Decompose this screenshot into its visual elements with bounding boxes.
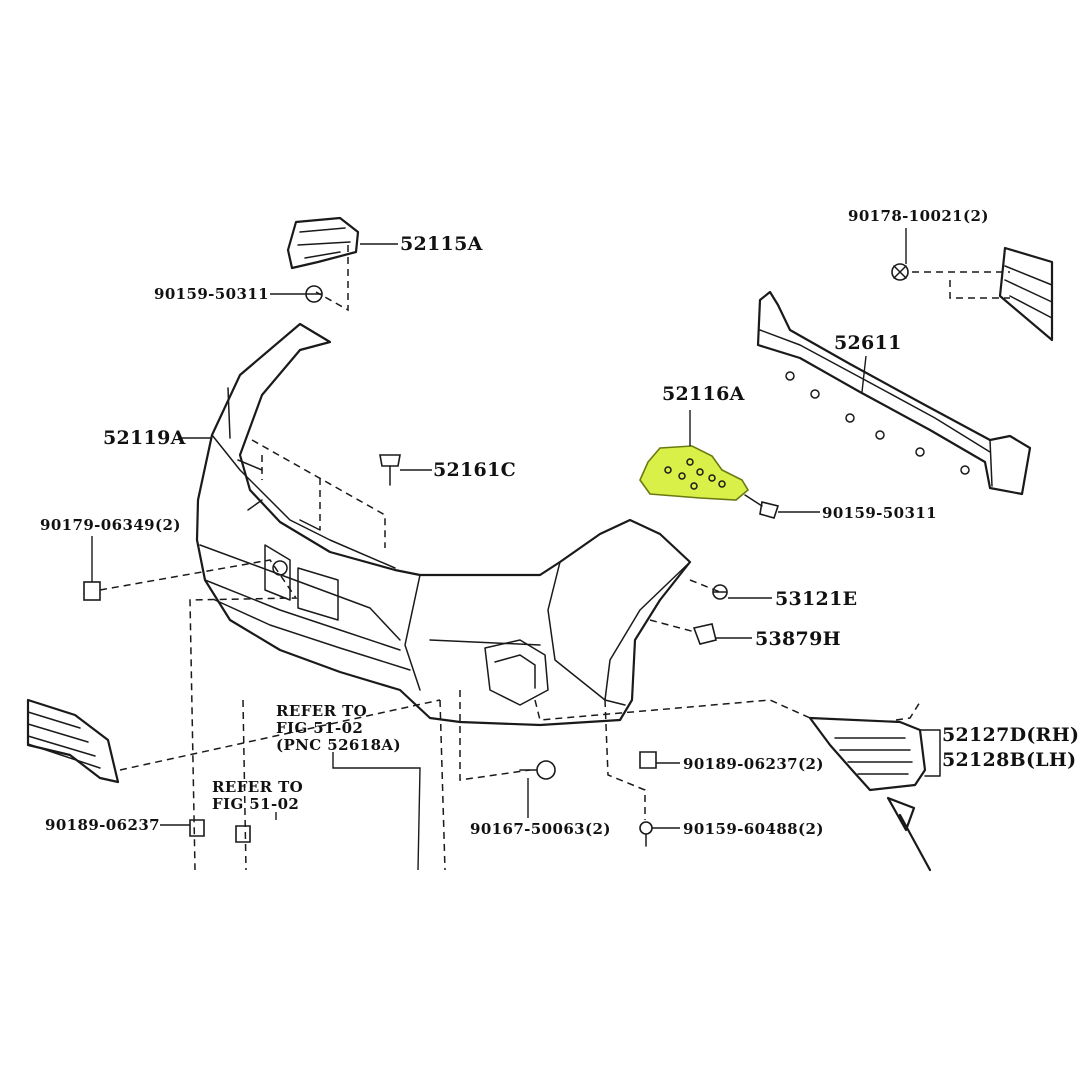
- callout-52161C: 52161C: [433, 459, 517, 481]
- part-upper-right-member: [998, 246, 1054, 342]
- callout-52127D: 52127D(RH): [942, 724, 1080, 746]
- refer-note-1-line3: (PNC 52618A): [276, 736, 401, 754]
- callout-53879H: 53879H: [755, 628, 841, 650]
- refer-note-1-line1: REFER TO: [276, 702, 368, 720]
- refer-note-2-line2: FIG 51-02: [212, 795, 300, 813]
- assembly-dashed-lines: [99, 245, 1010, 871]
- callout-52611: 52611: [834, 332, 902, 354]
- part-52119A-bumper-cover: [195, 322, 692, 727]
- callout-90189-06237-right: 90189-06237(2): [683, 755, 824, 773]
- callout-53121E: 53121E: [775, 588, 858, 610]
- callout-52115A: 52115A: [400, 233, 483, 255]
- callout-52128B: 52128B(LH): [942, 749, 1077, 771]
- part-lower-left-grille: [26, 698, 120, 784]
- callout-90167-50063: 90167-50063(2): [470, 820, 611, 838]
- part-52116A-bracket-highlighted: [639, 445, 750, 501]
- part-52611-reinforcement: [756, 290, 1032, 496]
- callout-52119A: 52119A: [103, 427, 186, 449]
- callout-90159-50311-left: 90159-50311: [154, 285, 269, 303]
- callout-90159-50311-right: 90159-50311: [822, 504, 937, 522]
- callout-90189-06237-left: 90189-06237: [45, 816, 160, 834]
- fastener-icons: [83, 263, 909, 847]
- part-52115A-bracket: [286, 216, 360, 270]
- refer-note-1-line2: FIG 51-02: [276, 719, 364, 737]
- view-arrow: [886, 796, 932, 872]
- callout-90179-06349: 90179-06349(2): [40, 516, 181, 534]
- leader-lines: [91, 228, 907, 871]
- callout-90159-60488: 90159-60488(2): [683, 820, 824, 838]
- refer-note-2-line1: REFER TO: [212, 778, 304, 796]
- callout-90178-10021: 90178-10021(2): [848, 207, 989, 225]
- callout-52116A: 52116A: [662, 383, 745, 405]
- part-52127D-fog-cover: [808, 716, 941, 792]
